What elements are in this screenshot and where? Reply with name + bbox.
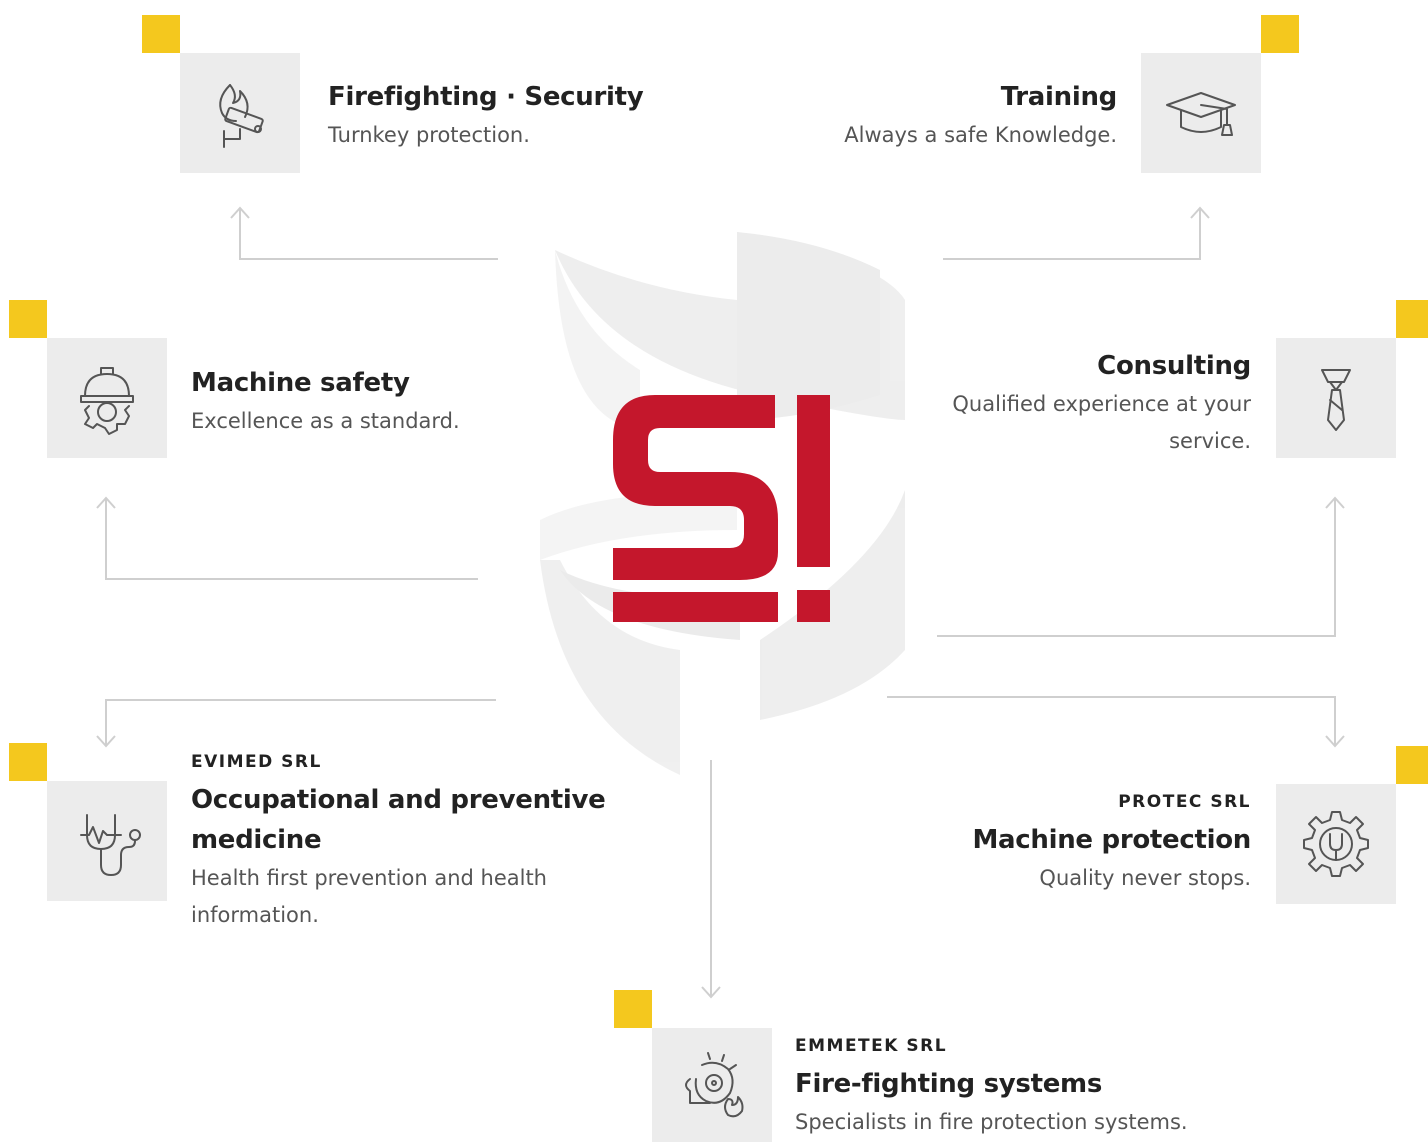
- service-protec: PROTEC SRL Machine protection Quality ne…: [871, 792, 1251, 897]
- fire-alarm-icon: [685, 1052, 744, 1118]
- service-description: Excellence as a standard.: [191, 409, 460, 433]
- fire-camera-icon: [219, 84, 264, 148]
- graduation-cap-icon: [1166, 92, 1236, 136]
- accent-square: [1396, 746, 1428, 784]
- service-tile-evimed[interactable]: [47, 781, 167, 901]
- service-title: Occupational and preventive medicine: [191, 785, 606, 855]
- si-logo: [613, 395, 830, 622]
- service-title: Machine safety: [191, 368, 410, 398]
- gear-wrench-icon: [1303, 811, 1369, 877]
- accent-square: [1261, 15, 1299, 53]
- necktie-icon: [1321, 369, 1351, 431]
- accent-square: [9, 300, 47, 338]
- service-tile-machine-safety[interactable]: [47, 338, 167, 458]
- service-description: Turnkey protection.: [328, 123, 530, 147]
- company-name: EVIMED SRL: [191, 752, 322, 772]
- service-tile-firefighting[interactable]: [180, 53, 300, 173]
- service-description: Always a safe Knowledge.: [844, 123, 1117, 147]
- service-title: Machine protection: [972, 825, 1251, 855]
- service-evimed: EVIMED SRL Occupational and preventive m…: [191, 752, 611, 934]
- service-description: Qualified experience at your service.: [952, 392, 1251, 453]
- service-tile-training[interactable]: [1141, 53, 1261, 173]
- service-description: Specialists in fire protection systems.: [795, 1110, 1188, 1134]
- service-tile-consulting[interactable]: [1276, 338, 1396, 458]
- service-firefighting-security: Firefighting · Security Turnkey protecti…: [328, 77, 688, 154]
- accent-square: [614, 990, 652, 1028]
- service-tile-emmetek[interactable]: [652, 1028, 772, 1142]
- company-name: EMMETEK SRL: [795, 1036, 948, 1056]
- service-title: Fire-fighting systems: [795, 1069, 1103, 1099]
- service-description: Quality never stops.: [1039, 866, 1251, 890]
- service-title: Training: [1000, 82, 1118, 112]
- stethoscope-icon: [80, 814, 141, 876]
- company-name: PROTEC SRL: [1118, 792, 1251, 812]
- service-tile-protec[interactable]: [1276, 784, 1396, 904]
- accent-square: [9, 743, 47, 781]
- service-description: Health first prevention and health infor…: [191, 866, 547, 927]
- service-consulting: Consulting Qualified experience at your …: [931, 346, 1251, 460]
- service-machine-safety: Machine safety Excellence as a standard.: [191, 363, 531, 440]
- accent-square: [1396, 300, 1428, 338]
- service-title: Consulting: [1097, 351, 1251, 381]
- helmet-gear-icon: [80, 367, 134, 435]
- accent-square: [142, 15, 180, 53]
- service-emmetek: EMMETEK SRL Fire-fighting systems Specia…: [795, 1036, 1215, 1141]
- service-title: Firefighting · Security: [328, 82, 644, 112]
- service-training: Training Always a safe Knowledge.: [760, 77, 1117, 154]
